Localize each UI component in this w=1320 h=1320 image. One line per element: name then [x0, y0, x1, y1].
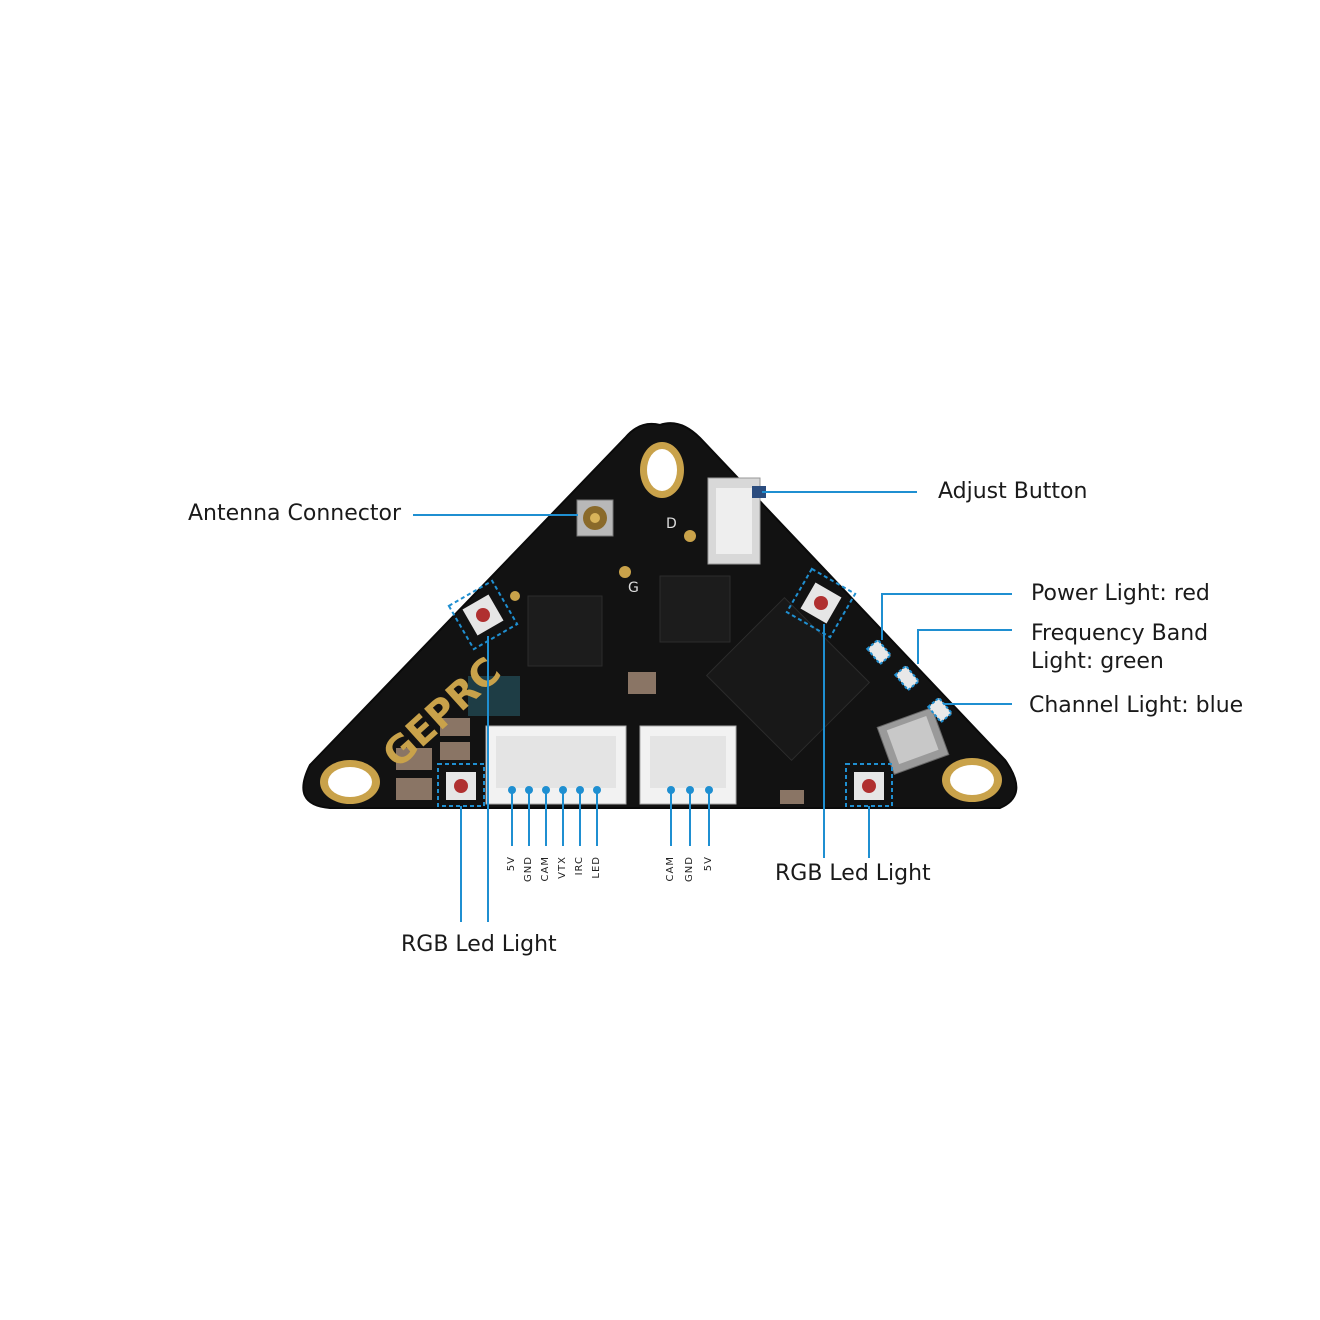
pin-label-right-0: CAM: [665, 856, 676, 882]
mounting-hole-right: [942, 758, 1002, 802]
connector-6pin-part: [485, 725, 627, 805]
callout-frequency: [917, 629, 1012, 664]
pin-label-left-2: CAM: [540, 856, 551, 882]
power-led: [865, 638, 893, 666]
label-antenna-connector: Antenna Connector: [188, 501, 401, 526]
pin-dot-left-2: [542, 786, 550, 794]
adjust-button-part: [707, 477, 766, 565]
silkscreen-d: D: [666, 516, 677, 532]
label-adjust-button: Adjust Button: [938, 479, 1088, 504]
pin-label-left-0: 5V: [506, 856, 517, 872]
pin-dot-right-2: [705, 786, 713, 794]
chip-left: [527, 595, 603, 667]
label-rgb-led-left: RGB Led Light: [401, 932, 557, 957]
pin-dot-right-0: [667, 786, 675, 794]
chip-middle: [659, 575, 731, 643]
pin-dot-left-1: [525, 786, 533, 794]
rgb-led-top-left: [447, 579, 519, 651]
mounting-hole-top: [640, 442, 684, 498]
rgb-led-bottom-left: [437, 763, 485, 807]
antenna-connector-part: [576, 499, 614, 537]
pin-label-right-2: 5V: [703, 856, 714, 872]
pin-dot-left-5: [593, 786, 601, 794]
callout-power: [881, 593, 1012, 640]
chip-main: [705, 596, 871, 762]
pin-dot-left-3: [559, 786, 567, 794]
pin-label-left-1: GND: [523, 856, 534, 882]
label-power-light: Power Light: red: [1031, 581, 1210, 606]
pin-dot-left-4: [576, 786, 584, 794]
rgb-led-top-right: [785, 567, 857, 639]
channel-led: [926, 696, 954, 724]
mounting-hole-left: [320, 760, 380, 804]
pin-label-left-5: LED: [591, 856, 602, 879]
callout-lines: [413, 491, 1012, 922]
pin-label-left-3: VTX: [557, 856, 568, 879]
frequency-band-led: [893, 664, 921, 692]
label-frequency-band-line2: Light: green: [1031, 649, 1164, 674]
pin-dot-right-1: [686, 786, 694, 794]
rgb-led-bottom-right: [845, 763, 893, 807]
crystal-part: [876, 706, 950, 776]
label-frequency-band-line1: Frequency Band: [1031, 621, 1209, 646]
pin-label-left-4: IRC: [574, 856, 585, 876]
pin-dot-left-0: [508, 786, 516, 794]
pin-lines-right: [667, 786, 713, 846]
label-rgb-led-right: RGB Led Light: [775, 861, 931, 886]
pin-lines-left: [508, 786, 601, 846]
chip-dark-left: [468, 676, 520, 716]
pin-label-right-1: GND: [684, 856, 695, 882]
label-channel-light: Channel Light: blue: [1029, 693, 1244, 718]
silkscreen-g: G: [628, 580, 639, 596]
